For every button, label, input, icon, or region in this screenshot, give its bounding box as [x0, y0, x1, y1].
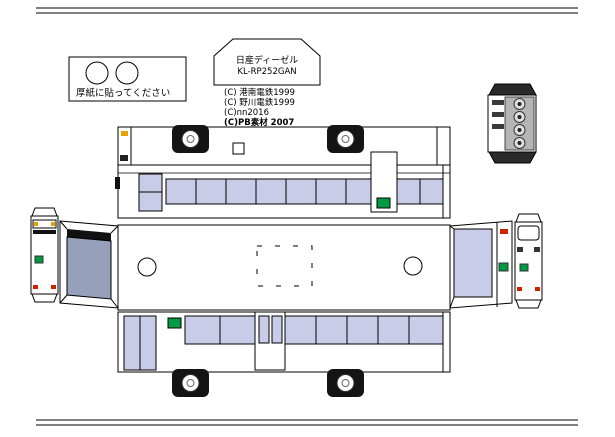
tail-light-red	[51, 285, 56, 289]
fold-lines-bottom	[36, 419, 578, 426]
marker-light-amber	[121, 131, 128, 136]
hubcap	[181, 374, 200, 392]
lamp-center	[517, 115, 522, 119]
marker-light-red	[500, 229, 508, 234]
end-view-piece-left	[30, 207, 59, 303]
bus-side-view-lower	[117, 311, 451, 373]
windshield-glass	[66, 236, 112, 300]
lamp-center	[517, 102, 522, 106]
roof-hatch-marks	[256, 245, 313, 287]
panel-vent-slot	[492, 100, 504, 105]
hubcap	[336, 374, 355, 392]
tail-light-red	[33, 285, 38, 289]
hubcap	[181, 130, 200, 148]
marker-dark	[534, 247, 540, 252]
glue-tab-bottom	[31, 293, 58, 303]
tail-light-panel-piece	[487, 83, 537, 164]
note-circle-left	[85, 61, 109, 85]
lamp-center	[517, 141, 522, 145]
passenger-window-strip	[165, 178, 372, 205]
wheels-bottom	[172, 369, 364, 397]
marker-dark	[517, 247, 523, 252]
header-tab-shape	[213, 38, 321, 86]
corner-fold-line	[59, 294, 68, 304]
roof-panel	[117, 224, 451, 311]
hub-ring	[341, 379, 350, 387]
credit-line: (C)PB素材 2007	[224, 117, 294, 128]
panel-vent-slot	[492, 112, 504, 117]
corner-fold-line	[110, 298, 119, 309]
chassis-strip-top	[117, 125, 451, 166]
rear-window-piece	[449, 220, 513, 309]
front-trim-band	[33, 230, 56, 234]
cardboard-note-box: 厚紙に貼ってください	[68, 56, 187, 102]
side-mirror	[115, 177, 120, 189]
wheel-rear-top	[327, 125, 364, 153]
credit-line: (C) 野川電鉄1999	[224, 97, 295, 108]
glue-tab-dark-bottom	[488, 151, 537, 164]
glue-tab-top	[515, 213, 542, 223]
glue-tab-top	[31, 207, 58, 217]
door-window	[258, 315, 270, 344]
corner-fold-line	[449, 296, 455, 309]
rear-window-glass	[453, 228, 493, 298]
light-cluster-lamps	[513, 98, 526, 149]
hubcap	[336, 130, 355, 148]
wheel-front-top	[172, 125, 209, 153]
chassis-strip-outline	[117, 126, 451, 166]
wheel-front-bottom	[172, 369, 209, 397]
marker-light-amber	[34, 222, 38, 226]
hub-ring	[341, 135, 350, 143]
passenger-window-strip-rear	[284, 315, 444, 345]
tail-light-red	[517, 287, 522, 291]
note-text: 厚紙に貼ってください	[76, 87, 170, 99]
side-destination-sign-green	[167, 317, 182, 329]
model-code: KL-RP252GAN	[237, 67, 296, 77]
hub-ring	[186, 379, 195, 387]
hub-ring	[186, 135, 195, 143]
marker-dark	[120, 155, 128, 161]
windshield-piece	[59, 220, 119, 309]
fold-lines-top	[36, 7, 578, 14]
destination-box	[32, 219, 57, 229]
marker-light-amber	[51, 222, 55, 226]
middle-door	[254, 311, 286, 371]
note-circle-right	[115, 61, 139, 85]
header-model-tab: 日産ディーゼル KL-RP252GAN	[213, 38, 321, 86]
route-sign-green	[498, 262, 509, 272]
door-window	[271, 315, 283, 344]
end-piece-body	[30, 215, 59, 295]
model-name: 日産ディーゼル	[236, 54, 298, 66]
panel-vent-slot	[492, 124, 504, 129]
rear-window-outline	[517, 225, 540, 241]
corner-fold-line	[59, 220, 68, 230]
glue-tab-bottom	[515, 299, 542, 309]
route-sign-green	[34, 255, 44, 264]
destination-sign-green	[376, 197, 391, 209]
bus-side-view-upper	[115, 151, 451, 219]
corner-fold-line	[110, 225, 119, 234]
credits-block: (C) 港南電鉄1999 (C) 野川電鉄1999 (C)nn2016 (C)P…	[224, 87, 295, 128]
roof-vent-front	[137, 257, 157, 277]
fuel-lid-square	[232, 142, 245, 155]
lamp-center	[517, 128, 522, 132]
roof-vent-rear	[403, 256, 423, 276]
corner-fold-line	[449, 225, 455, 230]
route-sign-green	[519, 263, 529, 272]
credit-line: (C) 港南電鉄1999	[224, 87, 295, 98]
credit-line: (C)nn2016	[224, 108, 269, 118]
roof-outline	[117, 224, 451, 311]
glue-tab-dark-top	[488, 83, 537, 96]
wheel-rear-bottom	[327, 369, 364, 397]
end-view-piece-right	[514, 213, 543, 309]
tail-light-red	[535, 287, 540, 291]
